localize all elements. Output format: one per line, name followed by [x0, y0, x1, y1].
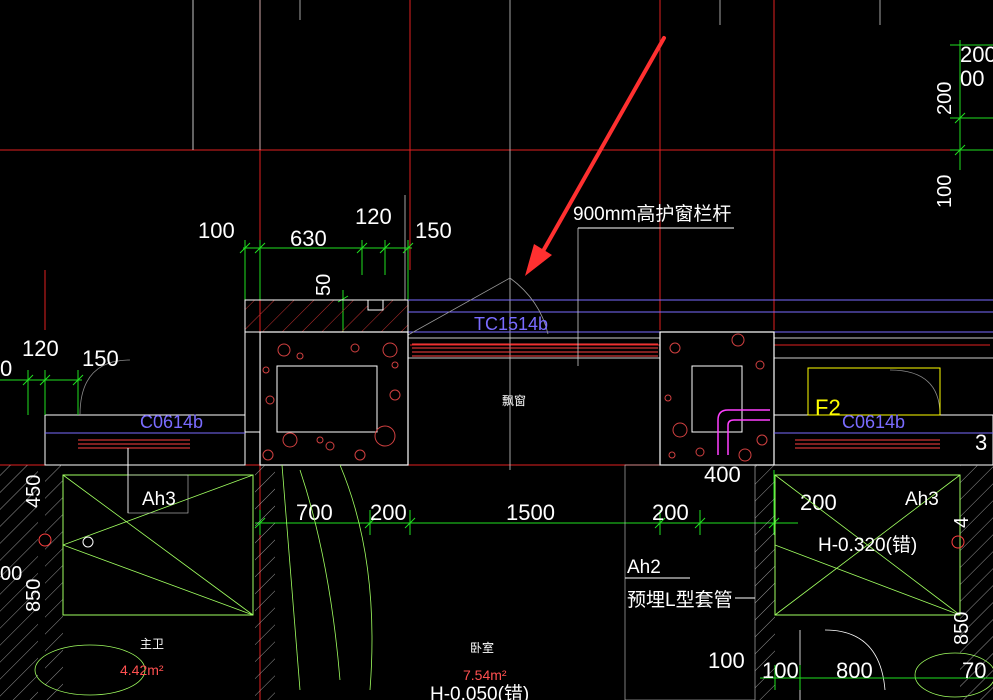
far-right-hatched-wall [960, 465, 993, 700]
dim-1500: 1500 [506, 500, 555, 525]
dim-70-bottom: 70 [962, 658, 986, 683]
left-window-code: C0614b [140, 412, 203, 432]
dim-100-right-vertical: 100 [934, 175, 956, 208]
master-bath-room [34, 448, 254, 696]
elevation-bottom: H-0.050(错) [430, 683, 529, 700]
right-window-code: C0614b [842, 412, 905, 432]
dim-700: 700 [296, 500, 333, 525]
dim-50-vertical: 50 [313, 274, 335, 296]
elevation-note: H-0.320(错) [818, 534, 917, 556]
dim-100-bottom-b: 100 [762, 658, 799, 683]
dim-00-right-top: 00 [960, 66, 984, 91]
dim-150-top: 150 [415, 218, 452, 243]
bedroom-name: 卧室 [470, 640, 494, 655]
dim-4-right: 4 [951, 517, 973, 528]
dim-120-top: 120 [355, 204, 392, 229]
master-bath-name: 主卫 [140, 637, 164, 651]
right-bath-room [774, 474, 993, 700]
window-railing [412, 343, 658, 357]
dim-200-right-top: 200 [960, 42, 993, 67]
master-bath-area: 4.42m² [120, 662, 164, 678]
right-window [773, 367, 993, 466]
bay-window-room-label: 飘窗 [502, 394, 526, 408]
bay-window-code: TC1514b [474, 314, 548, 334]
dim-450-left: 450 [23, 475, 45, 508]
bedroom-area: 7.54m² [463, 667, 507, 683]
dim-800-bottom: 800 [836, 658, 873, 683]
dim-400: 400 [704, 462, 741, 487]
left-hatched-wall-inner [45, 465, 63, 700]
bay-window-arc [407, 277, 549, 336]
dim-left-partial: 0 [0, 356, 12, 381]
bedroom-room [281, 464, 756, 700]
dim-200-mid-b: 200 [652, 500, 689, 525]
ah3-left-label: Ah3 [142, 489, 176, 510]
dim-850-right: 850 [951, 612, 973, 645]
left-window [44, 359, 246, 466]
sleeve-leader [625, 577, 755, 599]
bottom-dimension-chain [760, 665, 993, 690]
right-wall-column [659, 331, 775, 466]
left-wall-column [244, 331, 409, 466]
railing-note: 900mm高护窗栏杆 [573, 203, 731, 225]
left-hatched-wall [0, 465, 38, 700]
dim-150-left: 150 [82, 346, 119, 371]
bay-window-lines-white [408, 337, 993, 359]
ah3-right-label: Ah3 [905, 489, 939, 510]
mid-hatched-wall [255, 465, 275, 700]
left-dimension-chain [0, 370, 84, 415]
top-dimension-chain [239, 240, 414, 340]
red-arrow-icon [525, 36, 666, 276]
construction-lines [192, 0, 881, 470]
dim-00-left: 00 [0, 563, 22, 585]
dim-100-bottom-a: 100 [708, 648, 745, 673]
dim-630: 630 [290, 226, 327, 251]
top-right-dimension-chain [950, 40, 993, 170]
dim-200-right-c: 200 [800, 490, 837, 515]
bay-window-slab [244, 299, 409, 333]
right-hatched-wall [755, 465, 775, 700]
ah2-label: Ah2 [627, 557, 661, 578]
dim-200-right-vertical: 200 [934, 82, 956, 115]
dim-850-left: 850 [23, 579, 45, 612]
sleeve-note: 预埋L型套管 [627, 589, 733, 611]
dim-100-top: 100 [198, 218, 235, 243]
tag-f2: F2 [815, 395, 841, 420]
railing-leader [577, 227, 734, 366]
dim-120-left: 120 [22, 336, 59, 361]
dim-200-mid-a: 200 [370, 500, 407, 525]
dim-3-right: 3 [975, 430, 987, 455]
